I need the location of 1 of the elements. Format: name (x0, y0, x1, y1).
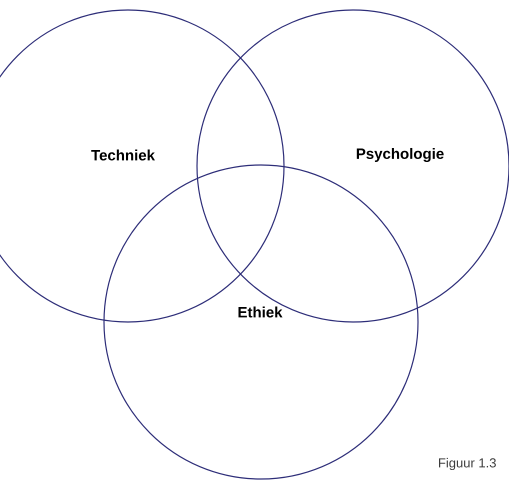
caption: Figuur 1.3 (439, 458, 496, 470)
